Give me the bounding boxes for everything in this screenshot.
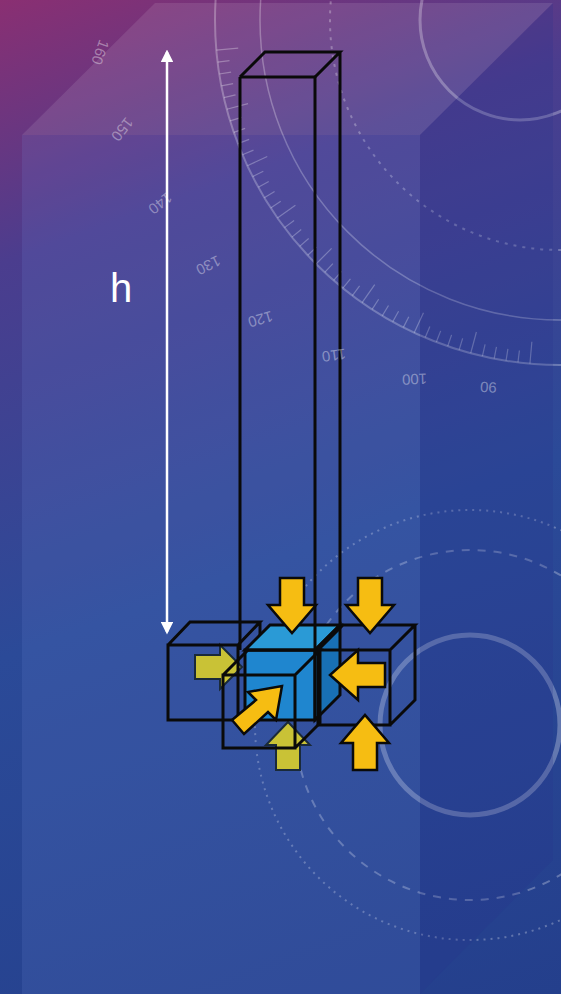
protractor-number: 100 — [402, 372, 428, 388]
pressure-arrows — [232, 578, 394, 770]
height-arrow — [166, 52, 169, 632]
protractor-number: 90 — [480, 380, 497, 396]
protractor-number: 110 — [321, 346, 347, 364]
height-label: h — [110, 268, 132, 308]
translucent-box — [22, 3, 553, 994]
